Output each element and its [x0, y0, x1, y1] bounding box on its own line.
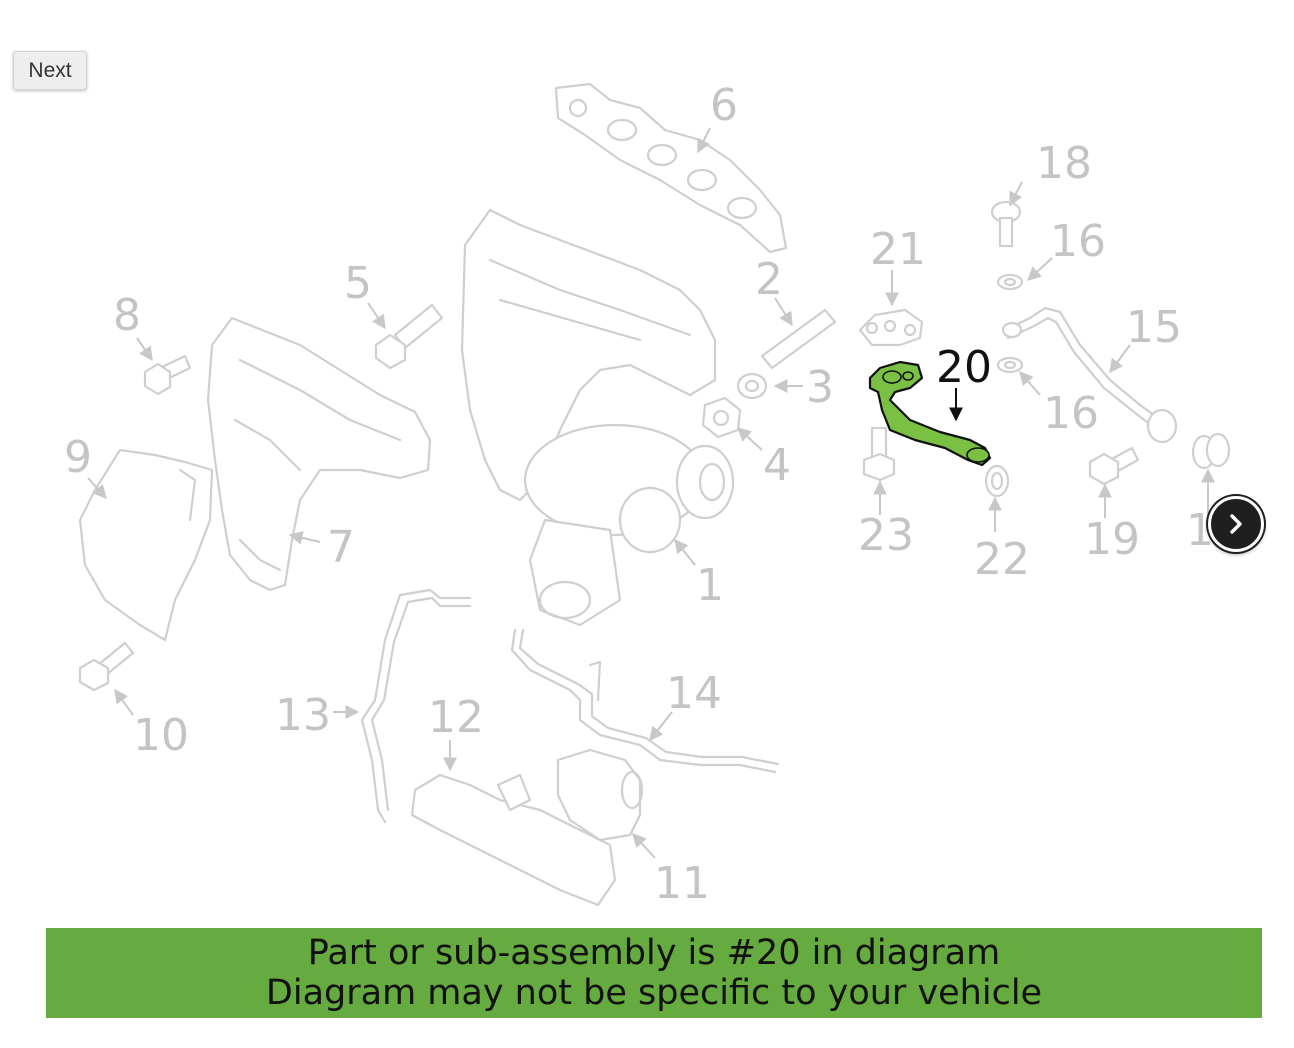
label-part-10: 10	[133, 710, 189, 761]
part-20-oil-line-highlighted[interactable]	[868, 360, 992, 467]
part-14-pipe	[510, 628, 780, 774]
label-part-21: 21	[870, 224, 926, 275]
part-2-stud	[760, 308, 837, 370]
next-image-button[interactable]	[1208, 496, 1264, 552]
next-button[interactable]: Next	[13, 51, 87, 90]
label-part-12: 12	[428, 692, 484, 743]
part-23-banjo-bolt	[862, 426, 896, 482]
part-12-bracket	[410, 773, 617, 907]
label-part-11: 11	[654, 858, 710, 909]
part-18-bolt	[990, 200, 1022, 248]
label-part-5: 5	[344, 258, 372, 309]
part-21-flange	[858, 308, 924, 347]
part-4-nut	[701, 396, 742, 439]
label-part-8: 8	[113, 290, 141, 341]
label-part-1: 1	[696, 560, 724, 611]
part-22-seal	[984, 464, 1010, 498]
part-17-seals	[1191, 432, 1231, 470]
part-9-lower-shield	[78, 448, 214, 642]
label-part-15: 15	[1126, 302, 1182, 353]
part-11-actuator	[556, 748, 644, 842]
label-part-4: 4	[763, 440, 791, 491]
part-16-washer-lower	[996, 356, 1024, 374]
part-13-pipe	[360, 588, 472, 824]
part-3-washer	[736, 372, 768, 400]
label-part-18: 18	[1036, 138, 1092, 189]
part-1-turbocharger	[460, 208, 735, 627]
label-part-16-upper: 16	[1050, 216, 1106, 267]
label-part-2: 2	[755, 254, 783, 305]
part-5-bolt	[374, 303, 444, 370]
label-part-23: 23	[858, 510, 914, 561]
label-part-6: 6	[710, 80, 738, 131]
part-19-bolt	[1088, 446, 1140, 486]
part-10-bolt	[78, 641, 135, 692]
label-part-20-highlighted: 20	[936, 342, 992, 393]
leader-lines	[87, 127, 1215, 859]
label-part-14: 14	[666, 668, 722, 719]
part-15-pipe	[1001, 306, 1178, 444]
label-part-19: 19	[1084, 514, 1140, 565]
label-part-13: 13	[275, 690, 331, 741]
label-part-3: 3	[806, 362, 834, 413]
label-part-22: 22	[974, 534, 1030, 585]
part-16-washer-upper	[996, 273, 1024, 291]
label-part-9: 9	[64, 432, 92, 483]
part-8-bolt	[143, 354, 192, 396]
label-part-7: 7	[327, 522, 355, 573]
chevron-right-icon	[1230, 514, 1242, 534]
label-part-16-lower: 16	[1043, 388, 1099, 439]
part-7-heat-shield	[206, 316, 432, 592]
banner-line-disclaimer: Diagram may not be specific to your vehi…	[265, 973, 1043, 1013]
part-6-gasket	[554, 82, 788, 254]
diagram-info-banner: Part or sub-assembly is #20 in diagram D…	[46, 928, 1262, 1018]
banner-line-part-number: Part or sub-assembly is #20 in diagram	[307, 933, 1001, 973]
